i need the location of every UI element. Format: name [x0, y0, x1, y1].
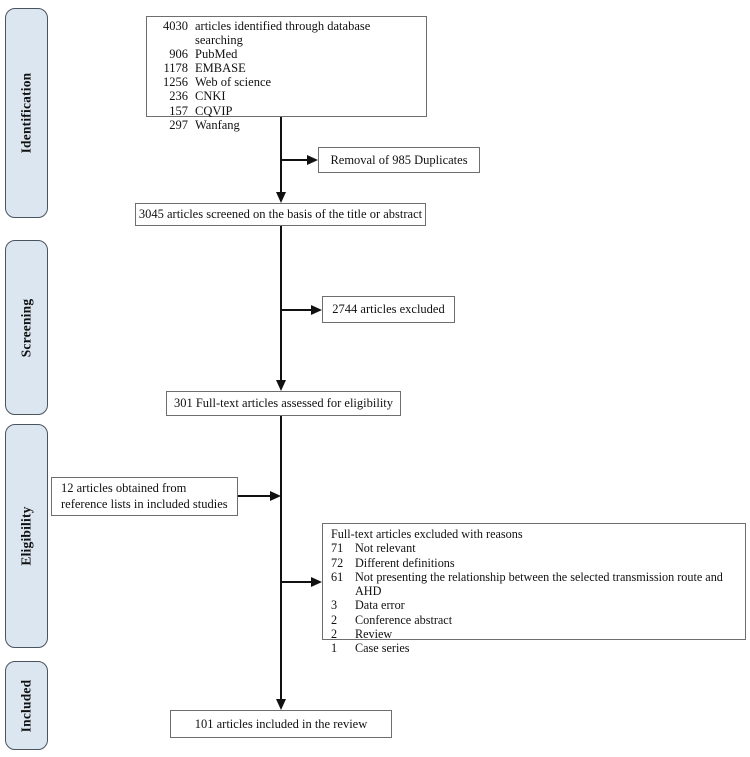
duplicates-label: Removal of 985 Duplicates	[330, 152, 468, 167]
arrow-to-duplicates-head	[307, 155, 318, 165]
reason-row: 3 Data error	[331, 598, 737, 612]
arrow-to-duplicates-line	[281, 159, 307, 161]
reason-count: 2	[331, 612, 338, 627]
reason-count: 3	[331, 598, 338, 613]
reason-count: 71	[331, 541, 344, 556]
box-exclusion-reasons: Full-text articles excluded with reasons…	[322, 523, 746, 655]
arrow-reference-to-main-head	[270, 491, 281, 501]
identified-row: 1178 EMBASE	[154, 61, 420, 75]
excluded-label: 2744 articles excluded	[332, 302, 445, 316]
box-duplicates-removed: Removal of 985 Duplicates	[318, 147, 480, 173]
identified-count: 297	[169, 117, 188, 132]
stage-screening: Screening	[5, 240, 48, 415]
stage-eligibility: Eligibility	[5, 424, 48, 648]
arrow-reference-to-main-line	[238, 495, 270, 497]
identified-label: Web of science	[195, 75, 272, 90]
reason-count: 72	[331, 555, 344, 570]
arrow-screened-to-fulltext-line	[280, 226, 282, 380]
arrow-fulltext-to-included-line	[280, 416, 282, 699]
arrow-to-reasons-head	[311, 577, 322, 587]
arrow-identified-to-screened-head	[276, 192, 286, 203]
fulltext-label: 301 Full-text articles assessed for elig…	[173, 396, 394, 410]
stage-identification: Identification	[5, 8, 48, 218]
reason-label: Different definitions	[355, 555, 455, 570]
reason-row: 1 Case series	[331, 641, 737, 655]
box-identified-records: 4030 articles identified through databas…	[146, 16, 427, 132]
identified-label: Wanfang	[195, 117, 240, 132]
identified-row: 157 CQVIP	[154, 104, 420, 118]
identified-label: CQVIP	[195, 103, 233, 118]
stage-identification-label: Identification	[18, 72, 34, 154]
reason-row: 2 Review	[331, 627, 737, 641]
reason-row: 72 Different definitions	[331, 556, 737, 570]
reason-label: Not relevant	[355, 541, 416, 556]
box-reference-lists: 12 articles obtained from reference list…	[51, 477, 238, 516]
identified-count: 906	[169, 47, 188, 62]
identified-label: EMBASE	[195, 61, 246, 76]
arrow-fulltext-to-included-head	[276, 699, 286, 710]
reasons-title: Full-text articles excluded with reasons	[331, 527, 523, 541]
arrow-to-excluded-head	[311, 305, 322, 315]
arrow-to-reasons-line	[281, 581, 311, 583]
reference-label: 12 articles obtained from reference list…	[61, 481, 228, 511]
reason-row: 71 Not relevant	[331, 541, 737, 555]
identified-count: 1256	[163, 75, 188, 90]
box-fulltext-assessed: 301 Full-text articles assessed for elig…	[166, 391, 401, 416]
identified-row: 297 Wanfang	[154, 118, 420, 132]
reason-label: Case series	[355, 641, 410, 656]
reason-count: 2	[331, 627, 338, 642]
identified-count: 157	[169, 103, 188, 118]
reason-row: 61 Not presenting the relationship betwe…	[331, 570, 737, 599]
identified-row: 1256 Web of science	[154, 75, 420, 89]
identified-count: 1178	[163, 61, 188, 76]
identified-label: PubMed	[195, 47, 238, 62]
box-screened: 3045 articles screened on the basis of t…	[135, 203, 426, 226]
arrow-identified-to-screened-line	[280, 117, 282, 193]
identified-count: 236	[169, 89, 188, 104]
stage-included-label: Included	[18, 679, 34, 732]
reason-label: Data error	[355, 598, 405, 613]
screened-label: 3045 articles screened on the basis of t…	[138, 207, 423, 221]
reason-label: Conference abstract	[355, 612, 453, 627]
identified-label: articles identified through database sea…	[195, 19, 371, 48]
box-excluded: 2744 articles excluded	[322, 296, 455, 323]
identified-row: 906 PubMed	[154, 47, 420, 61]
reason-row: 2 Conference abstract	[331, 613, 737, 627]
arrow-to-excluded-line	[281, 309, 311, 311]
stage-included: Included	[5, 661, 48, 750]
reason-count: 61	[331, 569, 344, 584]
identified-row: 4030 articles identified through databas…	[154, 19, 420, 47]
identified-row: 236 CNKI	[154, 89, 420, 103]
identified-label: CNKI	[195, 89, 226, 104]
box-included-review: 101 articles included in the review	[170, 710, 392, 738]
arrow-screened-to-fulltext-head	[276, 380, 286, 391]
reason-count: 1	[331, 641, 338, 656]
identified-count: 4030	[163, 19, 188, 33]
stage-screening-label: Screening	[18, 298, 34, 357]
reason-label: Review	[355, 627, 393, 642]
stage-eligibility-label: Eligibility	[18, 506, 34, 566]
included-label: 101 articles included in the review	[194, 716, 368, 731]
reason-label: Not presenting the relationship between …	[355, 569, 723, 599]
